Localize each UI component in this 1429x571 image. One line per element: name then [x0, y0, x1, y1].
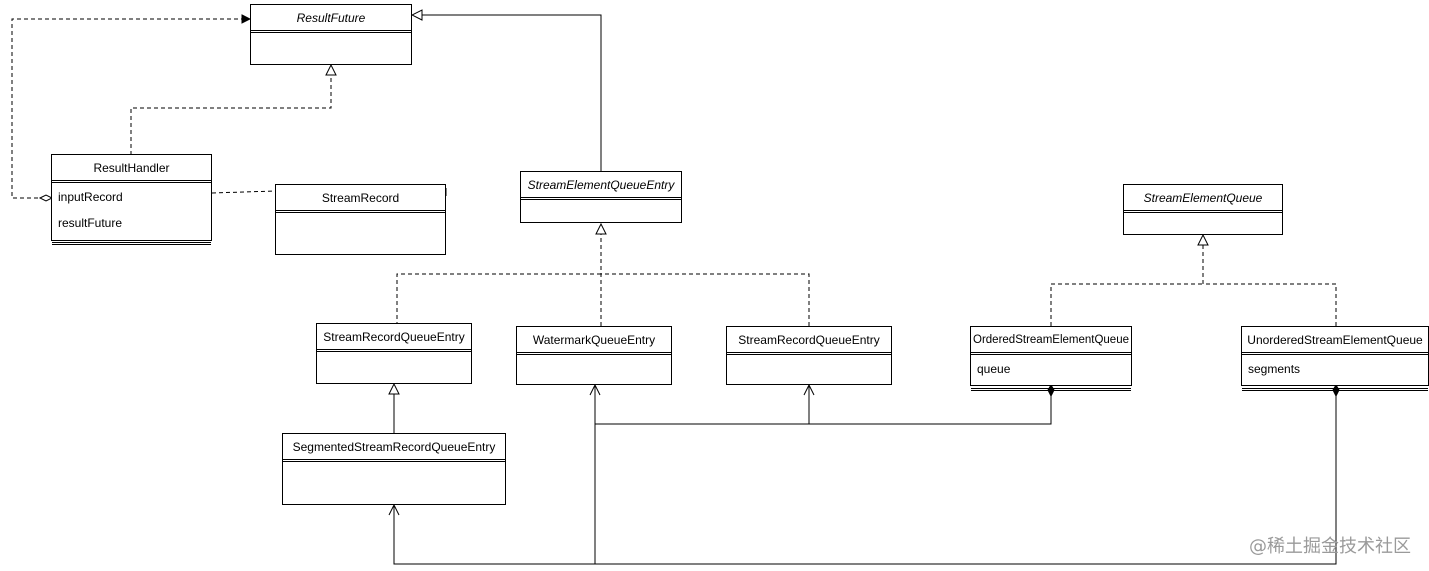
realization-resulthandler-resultfuture: [130, 65, 331, 155]
composition-unordered-segments: [394, 396, 1337, 565]
generalization-queueentry-resultfuture: [412, 15, 602, 171]
attribute-segments: segments: [1248, 362, 1301, 376]
class-title: ResultHandler: [52, 155, 211, 183]
realization-streamrecordqueueentry1: [396, 273, 601, 326]
class-title: ResultFuture: [251, 5, 411, 33]
realization-orderedqueue: [1050, 283, 1203, 326]
association-resulthandler-streamrecord: [211, 190, 276, 194]
class-result-future[interactable]: ResultFuture: [250, 4, 412, 65]
realization-streamrecordqueueentry2: [601, 273, 810, 326]
class-title: StreamRecordQueueEntry: [317, 324, 471, 352]
class-watermark-queue-entry[interactable]: WatermarkQueueEntry: [516, 326, 672, 385]
class-stream-element-queue[interactable]: StreamElementQueue: [1123, 184, 1283, 235]
class-ordered-stream-element-queue[interactable]: OrderedStreamElementQueue queue: [970, 326, 1132, 391]
class-unordered-stream-element-queue[interactable]: UnorderedStreamElementQueue segments: [1241, 326, 1429, 391]
class-title: SegmentedStreamRecordQueueEntry: [283, 434, 505, 462]
watermark-text: @稀土掘金技术社区: [1249, 536, 1411, 557]
class-title: UnorderedStreamElementQueue: [1242, 327, 1428, 355]
composition-ordered-queue: [595, 385, 1052, 425]
attribute-list: queue: [971, 355, 1131, 391]
class-segmented-stream-record-queue-entry[interactable]: SegmentedStreamRecordQueueEntry: [282, 433, 506, 505]
attribute-queue: queue: [977, 362, 1011, 376]
dependency-inputrecord-resultfuture: [11, 19, 250, 199]
class-stream-record[interactable]: StreamRecord: [275, 184, 446, 255]
class-stream-element-queue-entry[interactable]: StreamElementQueueEntry: [520, 171, 682, 223]
class-title: WatermarkQueueEntry: [517, 327, 671, 355]
attribute-list: segments: [1242, 355, 1428, 391]
class-title: OrderedStreamElementQueue: [971, 327, 1131, 355]
class-title: StreamElementQueueEntry: [521, 172, 681, 200]
class-title: StreamElementQueue: [1124, 185, 1282, 213]
attribute-list: inputRecord resultFuture: [52, 183, 211, 245]
class-stream-record-queue-entry[interactable]: StreamRecordQueueEntry: [316, 323, 472, 384]
class-stream-record-queue-entry[interactable]: StreamRecordQueueEntry: [726, 326, 892, 385]
class-title: StreamRecordQueueEntry: [727, 327, 891, 355]
class-title: StreamRecord: [276, 185, 445, 213]
class-result-handler[interactable]: ResultHandler inputRecord resultFuture: [51, 154, 212, 245]
attribute-input-record: inputRecord: [58, 190, 123, 204]
attribute-result-future: resultFuture: [58, 216, 123, 230]
realization-unorderedqueue: [1203, 283, 1337, 326]
